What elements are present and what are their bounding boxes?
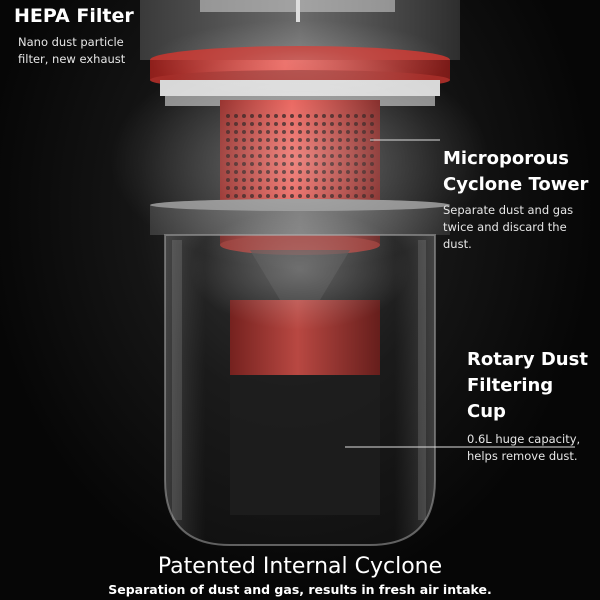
cyclone-tower-callout: Microporous Cyclone Tower Separate dust … (443, 146, 598, 253)
cyclone-tower-desc-2: twice and discard the dust. (443, 220, 567, 251)
hepa-filter-callout: HEPA Filter Nano dust particle filter, n… (14, 4, 164, 68)
dust-cup-callout: Rotary Dust Filtering Cup 0.6L huge capa… (467, 347, 597, 465)
hepa-filter-title: HEPA Filter (14, 5, 134, 27)
footer-caption: Patented Internal Cyclone Separation of … (0, 552, 600, 598)
footer-title: Patented Internal Cyclone (157, 554, 443, 579)
dust-cup-title-2: Filtering Cup (467, 375, 554, 422)
hepa-filter-desc-2: filter, new exhaust (18, 52, 126, 66)
hepa-filter-desc-1: Nano dust particle (18, 35, 124, 49)
dust-cup-desc-2: helps remove dust. (467, 449, 578, 463)
cyclone-tower-desc-1: Separate dust and gas (443, 203, 574, 217)
cyclone-tower-title-2: Cyclone Tower (443, 174, 589, 195)
dust-cup-title-1: Rotary Dust (467, 349, 588, 370)
footer-subtitle: Separation of dust and gas, results in f… (108, 582, 492, 597)
airflow-mist (110, 20, 490, 330)
cyclone-tower-title-1: Microporous (443, 148, 570, 169)
dust-cup-desc-1: 0.6L huge capacity, (467, 432, 581, 446)
